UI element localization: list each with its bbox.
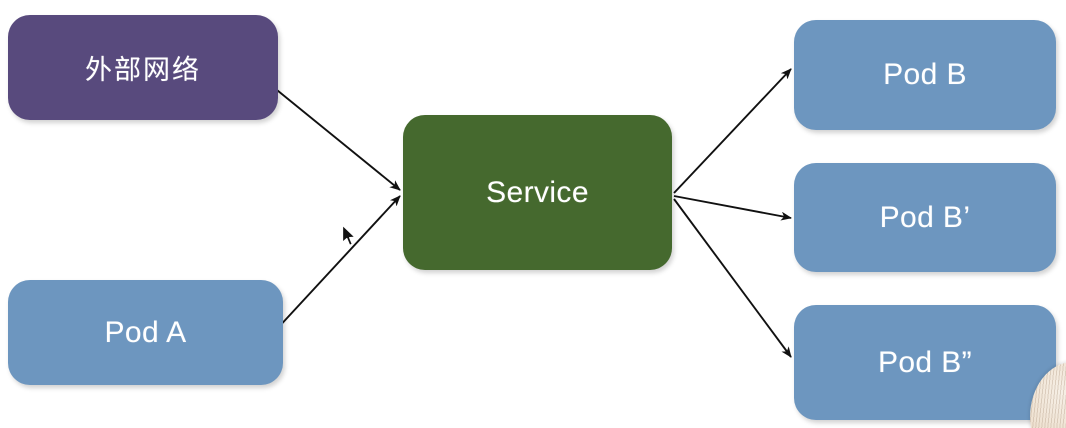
edge-service-to-pod-b: [673, 68, 792, 194]
edge-service-to-pod-b-double-prime: [673, 198, 792, 358]
edge-service-to-pod-b-prime: [673, 195, 792, 221]
node-pod-b-prime[interactable]: Pod B’: [794, 163, 1056, 272]
node-pod-a-label: Pod A: [104, 315, 187, 349]
mouse-cursor-icon: [341, 224, 356, 247]
node-external-network[interactable]: 外部网络: [8, 15, 278, 120]
node-pod-a[interactable]: Pod A: [8, 280, 283, 385]
node-pod-b-label: Pod B: [883, 58, 967, 91]
edge-pod-a-to-service: [275, 195, 401, 331]
node-external-network-label: 外部网络: [85, 55, 201, 85]
node-service-label: Service: [486, 175, 589, 209]
node-pod-b-prime-label: Pod B’: [879, 200, 971, 234]
edge-external-to-service: [271, 85, 401, 191]
node-pod-b[interactable]: Pod B: [794, 20, 1056, 130]
node-pod-b-double-prime-label: Pod B”: [877, 345, 973, 379]
node-service[interactable]: Service: [403, 115, 672, 270]
node-pod-b-double-prime[interactable]: Pod B”: [794, 305, 1056, 420]
